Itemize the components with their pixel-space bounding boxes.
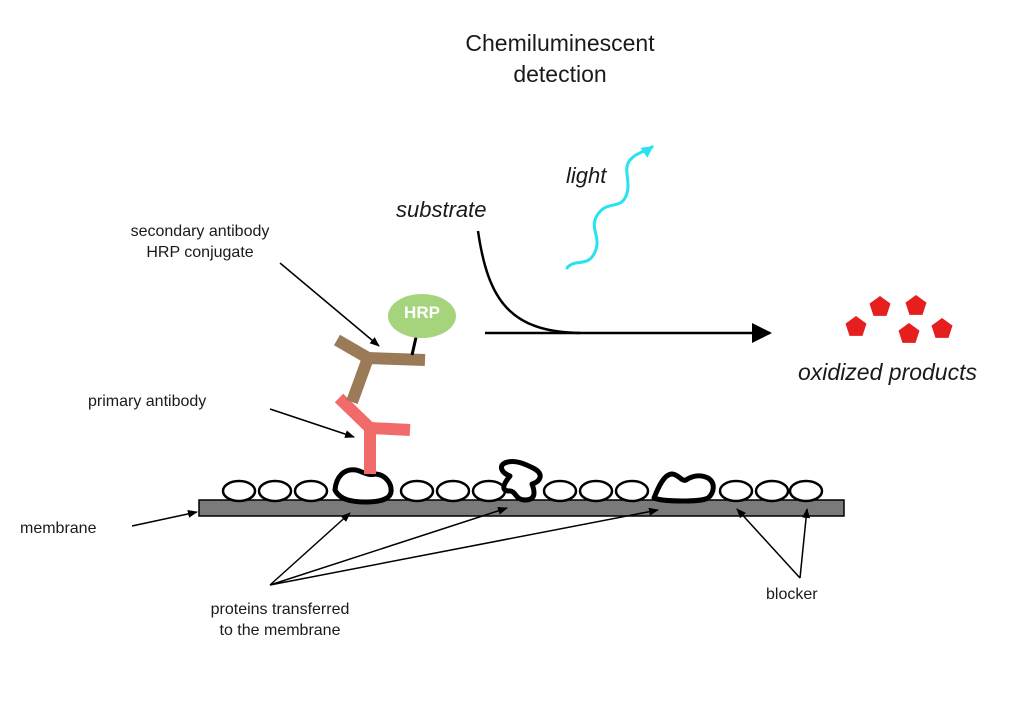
substrate-label: substrate [396, 197, 487, 222]
oxidized-product-pentagon [931, 318, 953, 338]
proteins-label-line-1: proteins transferred [210, 601, 350, 618]
secondary-label-arrow [279, 262, 380, 347]
hrp-label: HRP [404, 303, 440, 322]
blocker-oval [578, 479, 614, 503]
title-line-2: detection [513, 61, 607, 87]
light-emission-arrow [565, 145, 654, 270]
blocker-oval [435, 479, 471, 503]
proteins-arrow-2 [269, 506, 508, 586]
leader-arrows [131, 262, 811, 586]
protein-blob [651, 471, 716, 504]
oxidized-product-pentagon [898, 323, 920, 343]
membrane-label-arrow [131, 509, 198, 527]
blocker-oval [471, 479, 507, 503]
transferred-proteins [332, 459, 716, 505]
diagram-title: Chemiluminescent detection [400, 28, 720, 90]
blocker-label: blocker [766, 586, 818, 603]
title-line-1: Chemiluminescent [465, 30, 655, 56]
protein-blob [499, 459, 543, 503]
oxidized-products-label: oxidized products [798, 359, 977, 385]
secondary-label-line-2: HRP conjugate [146, 244, 254, 261]
blocker-oval [221, 479, 257, 503]
blocker-oval [788, 479, 824, 503]
proteins-label: proteins transferred to the membrane [165, 599, 395, 641]
blocker-molecules [221, 479, 824, 503]
blocker-arrow-2 [799, 508, 811, 579]
membrane-strip [198, 499, 845, 517]
blocker-oval [754, 479, 790, 503]
oxidized-products [845, 295, 953, 343]
blocker-oval [399, 479, 435, 503]
primary-antibody [334, 393, 411, 474]
proteins-label-line-2: to the membrane [219, 622, 341, 639]
light-label: light [566, 163, 607, 188]
oxidized-product-pentagon [905, 295, 927, 315]
blocker-oval [718, 479, 754, 503]
protein-blob [332, 467, 394, 505]
primary-antibody-label: primary antibody [88, 393, 207, 410]
blocker-oval [257, 479, 293, 503]
secondary-antibody-label: secondary antibody HRP conjugate [95, 221, 305, 263]
secondary-label-line-1: secondary antibody [130, 223, 270, 240]
blocker-oval [293, 479, 329, 503]
reaction-arrowhead [752, 323, 772, 343]
membrane-label: membrane [20, 520, 97, 537]
oxidized-product-pentagon [869, 296, 891, 316]
blocker-oval [542, 479, 578, 503]
proteins-arrow-1 [269, 512, 351, 586]
substrate-curve [476, 230, 581, 335]
primary-label-arrow [269, 408, 355, 438]
hrp-enzyme [388, 294, 456, 338]
blocker-arrow-1 [736, 508, 801, 579]
secondary-antibody [333, 334, 426, 405]
oxidized-product-pentagon [845, 316, 867, 336]
proteins-arrow-3 [269, 507, 659, 586]
blocker-oval [614, 479, 650, 503]
